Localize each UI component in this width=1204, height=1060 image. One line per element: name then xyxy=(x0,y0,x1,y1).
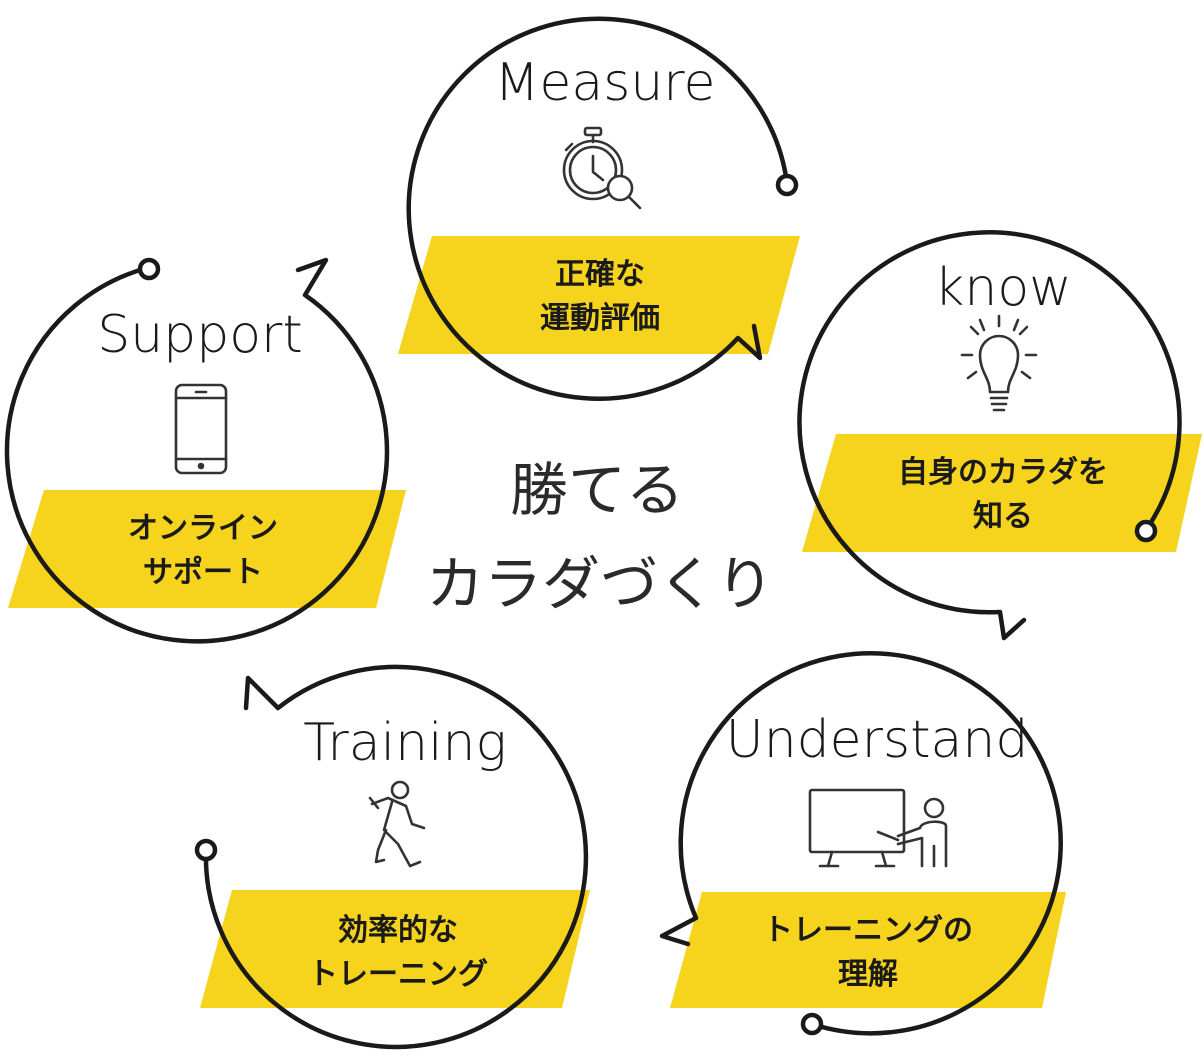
support-label-line2: サポート xyxy=(143,555,263,590)
support-banner xyxy=(8,490,406,608)
step-support: Support オンライン サポート xyxy=(4,257,406,644)
measure-title: Measure xyxy=(495,53,716,113)
step-training: Training 効率的な トレーニング xyxy=(194,664,590,1050)
step-understand: Understand トレーニングの 理解 xyxy=(659,651,1066,1036)
understand-ring-end-dot xyxy=(800,1012,824,1036)
support-label-line1: オンライン xyxy=(128,511,278,546)
understand-banner xyxy=(670,892,1066,1008)
understand-label-line2: 理解 xyxy=(838,957,898,992)
know-ring xyxy=(797,230,1182,641)
teacher-whiteboard-icon xyxy=(808,788,948,868)
lightbulb-icon xyxy=(960,314,1038,412)
support-ring xyxy=(4,257,390,644)
know-label-line1: 自身のカラダを xyxy=(898,455,1108,490)
measure-label-line2: 運動評価 xyxy=(540,301,660,336)
know-ring-end-dot xyxy=(1134,519,1158,543)
center-title: 勝てる カラダづくり xyxy=(426,456,774,618)
know-title: know xyxy=(934,258,1071,318)
training-label-line2: トレーニング xyxy=(308,957,488,992)
support-ring-end-dot xyxy=(137,257,161,281)
step-measure: Measure 正確な 運動評価 xyxy=(398,16,800,401)
stopwatch-search-icon xyxy=(562,126,642,210)
center-title-line2: カラダづくり xyxy=(426,550,774,618)
know-label-line2: 知る xyxy=(973,499,1033,534)
training-title: Training xyxy=(303,713,506,773)
smartphone-icon xyxy=(174,383,228,475)
training-label-line1: 効率的な xyxy=(338,913,458,948)
running-person-icon xyxy=(368,780,426,868)
understand-ring xyxy=(659,651,1063,1036)
measure-ring-end-dot xyxy=(775,173,799,197)
step-know: know 自身のカラダを 知る xyxy=(797,230,1202,641)
training-ring xyxy=(203,664,589,1050)
training-ring-end-dot xyxy=(194,838,218,862)
know-banner xyxy=(802,434,1202,552)
measure-ring xyxy=(406,16,790,401)
understand-title: Understand xyxy=(726,710,1029,770)
support-title: Support xyxy=(97,305,303,365)
understand-label-line1: トレーニングの xyxy=(763,913,973,948)
measure-label-line1: 正確な xyxy=(555,257,645,292)
center-title-line1: 勝てる xyxy=(510,456,684,524)
measure-banner xyxy=(398,236,800,354)
training-banner xyxy=(200,890,590,1008)
